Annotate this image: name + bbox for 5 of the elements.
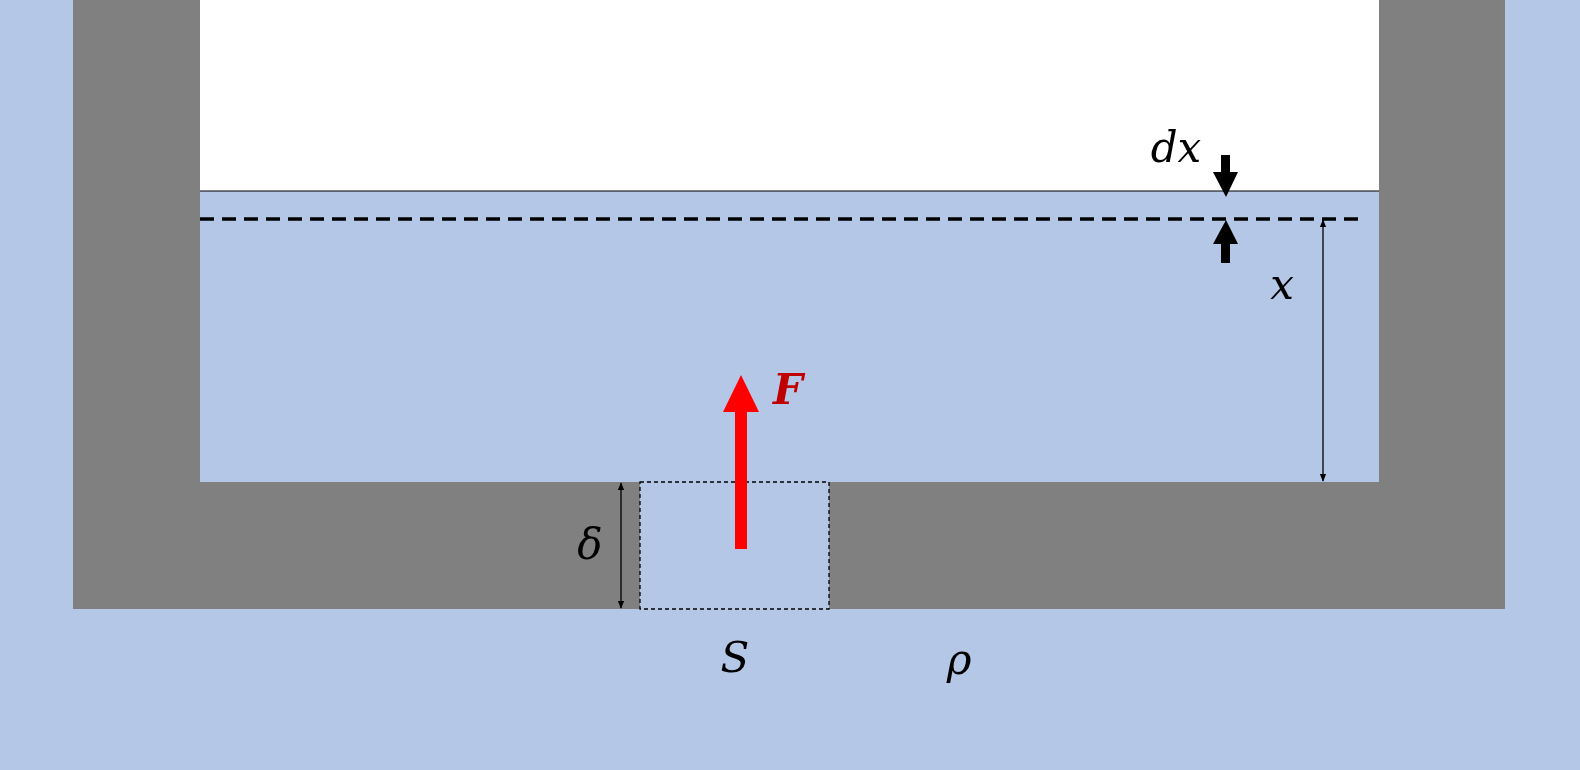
variable-label: x: [1270, 264, 1294, 306]
variable-label: ρ: [946, 639, 972, 681]
variable-label: δ: [577, 524, 603, 566]
variable-label: S: [720, 637, 750, 679]
variable-label: dx: [1150, 127, 1202, 169]
